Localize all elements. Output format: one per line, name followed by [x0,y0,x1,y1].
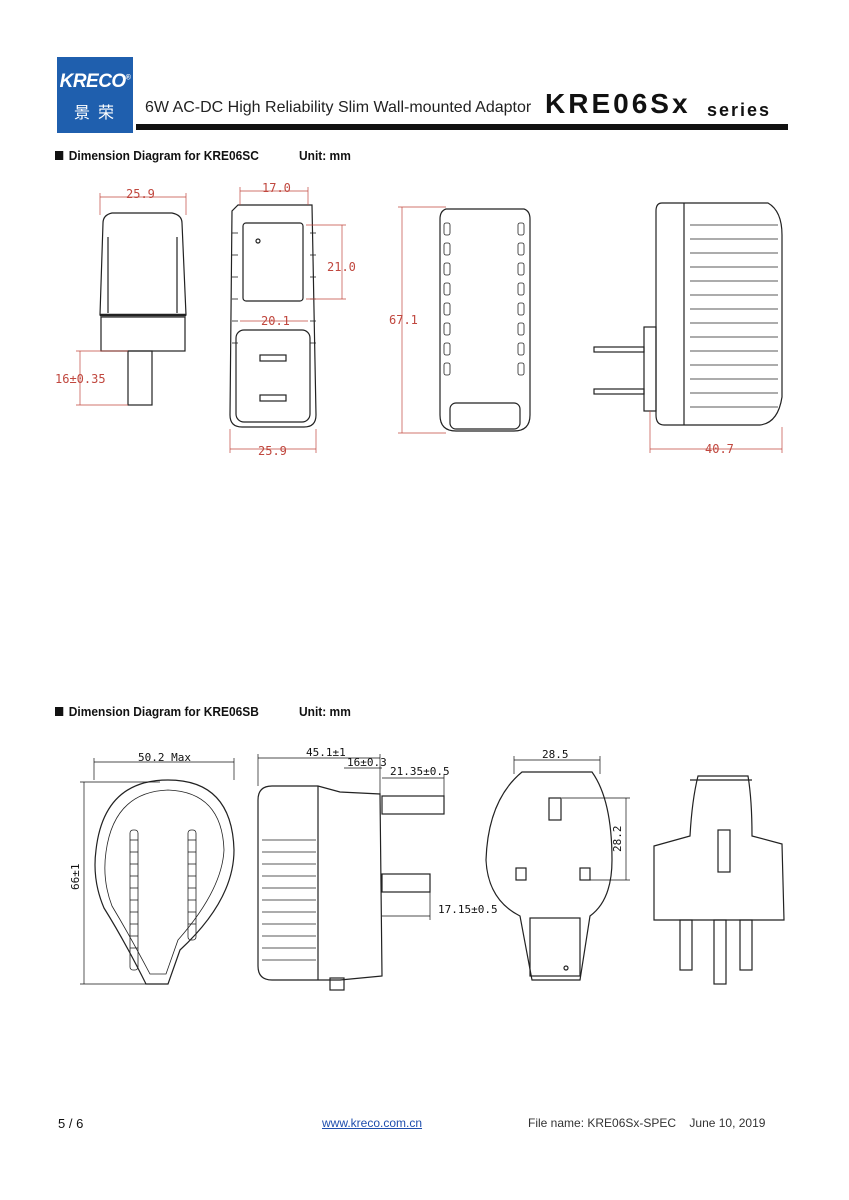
company-logo: KRECO® 景荣 [57,57,133,133]
dim-depth-sb: 45.1±1 [306,746,346,759]
product-subtitle: 6W AC-DC High Reliability Slim Wall-moun… [145,99,532,116]
website-link[interactable]: www.kreco.com.cn [322,1116,423,1130]
dim-pin-a: 16±0.3 [347,756,387,769]
square-bullet-icon [55,707,64,716]
logo-text: KRECO [59,71,127,92]
page-number: 5 / 6 [58,1116,84,1131]
square-bullet-icon [55,151,64,160]
series-label: series [707,100,772,120]
dim-face-width: 17.0 [262,181,291,195]
dim-plug-height: 28.2 [611,826,624,853]
dim-plug-width: 28.5 [542,748,569,761]
dim-face-height: 21.0 [327,260,356,274]
dim-pin-length: 16±0.35 [55,372,106,386]
section-title-kre06sb: Dimension Diagram for KRE06SB [55,704,259,719]
dim-pin-c: 17.15±0.5 [438,903,498,916]
diagram-kre06sb: 50.2 Max 66±1 45.1±1 16±0.3 21.35±0.5 17… [69,746,785,991]
unit-label-kre06sb: Unit: mm [299,704,351,719]
model-title: KRE06Sx [545,88,691,119]
logo-chinese-text: 景荣 [73,103,122,122]
dim-width-top: 25.9 [126,187,155,201]
dim-socket-width: 20.1 [261,314,290,328]
dim-depth: 40.7 [705,442,734,456]
header-rule [136,124,788,130]
dim-max-width: 50.2 Max [138,751,191,764]
diagram-kre06sc: 25.9 17.0 21.0 20.1 67.1 16±0.35 25.9 40… [55,181,783,458]
unit-label-kre06sc: Unit: mm [299,148,351,163]
file-info: File name: KRE06Sx-SPEC June 10, 2019 [528,1116,766,1130]
dim-pin-b: 21.35±0.5 [390,765,450,778]
dim-height: 67.1 [389,313,418,327]
section-title-kre06sc: Dimension Diagram for KRE06SC [55,148,259,163]
dim-height-sb: 66±1 [69,864,82,891]
dim-width-bottom: 25.9 [258,444,287,458]
